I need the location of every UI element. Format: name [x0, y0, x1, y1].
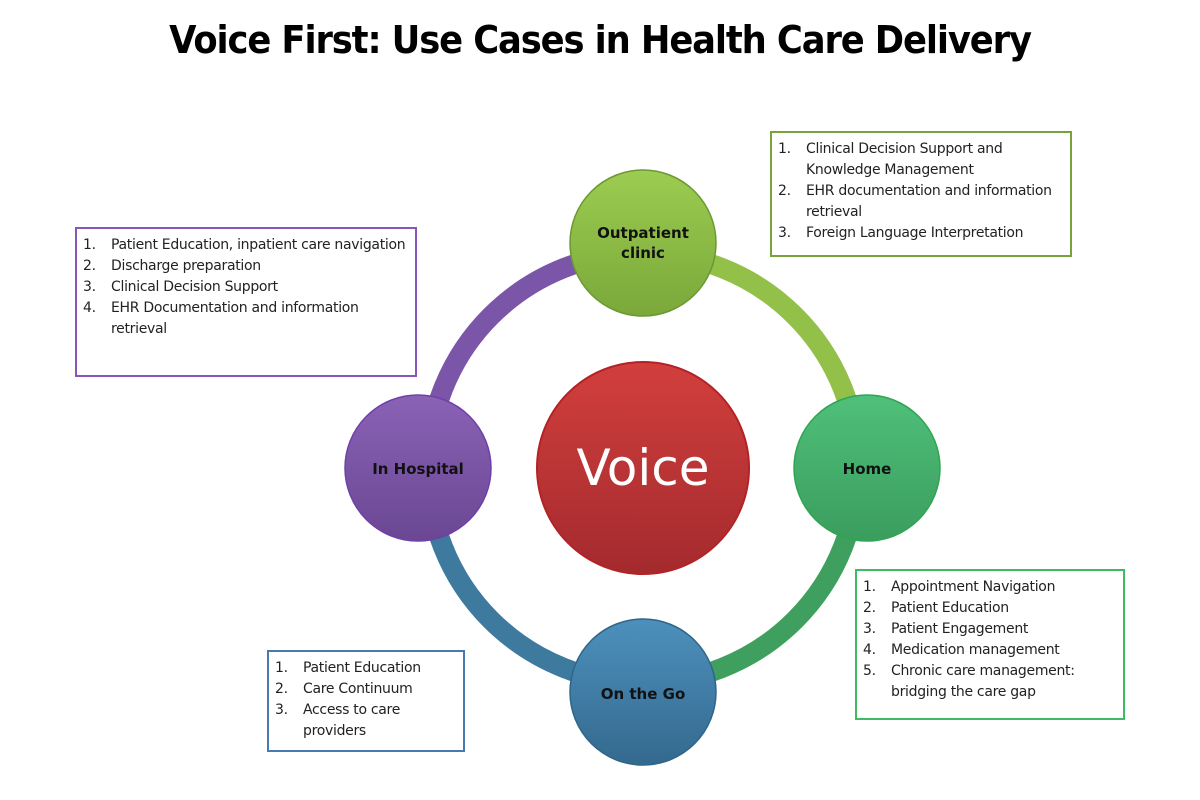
list-item: 4. EHR Documentation and information retr… — [83, 298, 407, 340]
item-number: 2. — [275, 681, 288, 697]
item-number: 3. — [275, 702, 288, 718]
list-item: 2. Care Continuum — [275, 679, 455, 700]
list-item: 1. Appointment Navigation — [863, 577, 1115, 598]
list-item: 1. Patient Education, inpatient care navi… — [83, 235, 407, 256]
on-the-go-use-cases-box: 1. Patient Education 2. Care Continuum 3. A… — [267, 650, 465, 752]
item-text: Patient Education, inpatient care naviga… — [111, 237, 406, 253]
item-number: 2. — [83, 258, 96, 274]
item-text: Clinical Decision Support and Knowledge … — [806, 141, 1003, 178]
diagram-title: Voice First: Use Cases in Health Care De… — [169, 18, 1032, 62]
list-item: 4. Medication management — [863, 640, 1115, 661]
item-number: 4. — [83, 300, 96, 316]
item-number: 5. — [863, 663, 876, 679]
list-item: 3. Access to care providers — [275, 700, 455, 742]
list-item: 1. Patient Education — [275, 658, 455, 679]
item-number: 1. — [778, 141, 791, 157]
list-item: 3. Foreign Language Interpretation — [778, 223, 1062, 244]
item-text: Discharge preparation — [111, 258, 261, 274]
voice-label: Voice — [576, 439, 709, 497]
item-text: EHR Documentation and information retrie… — [111, 300, 359, 337]
list-item: 2. EHR documentation and information retr… — [778, 181, 1062, 223]
list-item: 3. Clinical Decision Support — [83, 277, 407, 298]
node-label: On the Go — [601, 685, 686, 703]
item-number: 2. — [778, 183, 791, 199]
list-item: 1. Clinical Decision Support and Knowledg… — [778, 139, 1062, 181]
node-on-the-go: On the Go — [569, 618, 717, 766]
node-home: Home — [793, 394, 941, 542]
voice-center-node: Voice — [536, 361, 750, 575]
item-text: Access to care providers — [303, 702, 401, 739]
item-text: Chronic care management: bridging the ca… — [891, 663, 1075, 700]
item-number: 3. — [778, 225, 791, 241]
node-label-line: clinic — [621, 244, 665, 262]
item-number: 4. — [863, 642, 876, 658]
item-number: 3. — [83, 279, 96, 295]
item-text: Appointment Navigation — [891, 579, 1056, 595]
node-label: Home — [843, 460, 892, 478]
item-text: Patient Education — [891, 600, 1009, 616]
list-item: 2. Discharge preparation — [83, 256, 407, 277]
list-item: 3. Patient Engagement — [863, 619, 1115, 640]
item-number: 1. — [863, 579, 876, 595]
item-text: Patient Education — [303, 660, 421, 676]
node-label-line: Outpatient — [597, 224, 689, 242]
item-number: 1. — [83, 237, 96, 253]
outpatient-use-cases-box: 1. Clinical Decision Support and Knowledg… — [770, 131, 1072, 257]
item-text: EHR documentation and information retrie… — [806, 183, 1052, 220]
home-use-cases-box: 1. Appointment Navigation 2. Patient Educa… — [855, 569, 1125, 720]
in-hospital-use-cases-box: 1. Patient Education, inpatient care navi… — [75, 227, 417, 377]
node-label: In Hospital — [372, 460, 464, 478]
list-item: 5. Chronic care management: bridging the … — [863, 661, 1115, 703]
node-outpatient-clinic: Outpatient clinic — [569, 169, 717, 317]
item-text: Care Continuum — [303, 681, 413, 697]
item-number: 2. — [863, 600, 876, 616]
item-text: Clinical Decision Support — [111, 279, 278, 295]
item-text: Medication management — [891, 642, 1060, 658]
list-item: 2. Patient Education — [863, 598, 1115, 619]
item-text: Patient Engagement — [891, 621, 1029, 637]
item-number: 1. — [275, 660, 288, 676]
item-number: 3. — [863, 621, 876, 637]
node-in-hospital: In Hospital — [344, 394, 492, 542]
item-text: Foreign Language Interpretation — [806, 225, 1024, 241]
